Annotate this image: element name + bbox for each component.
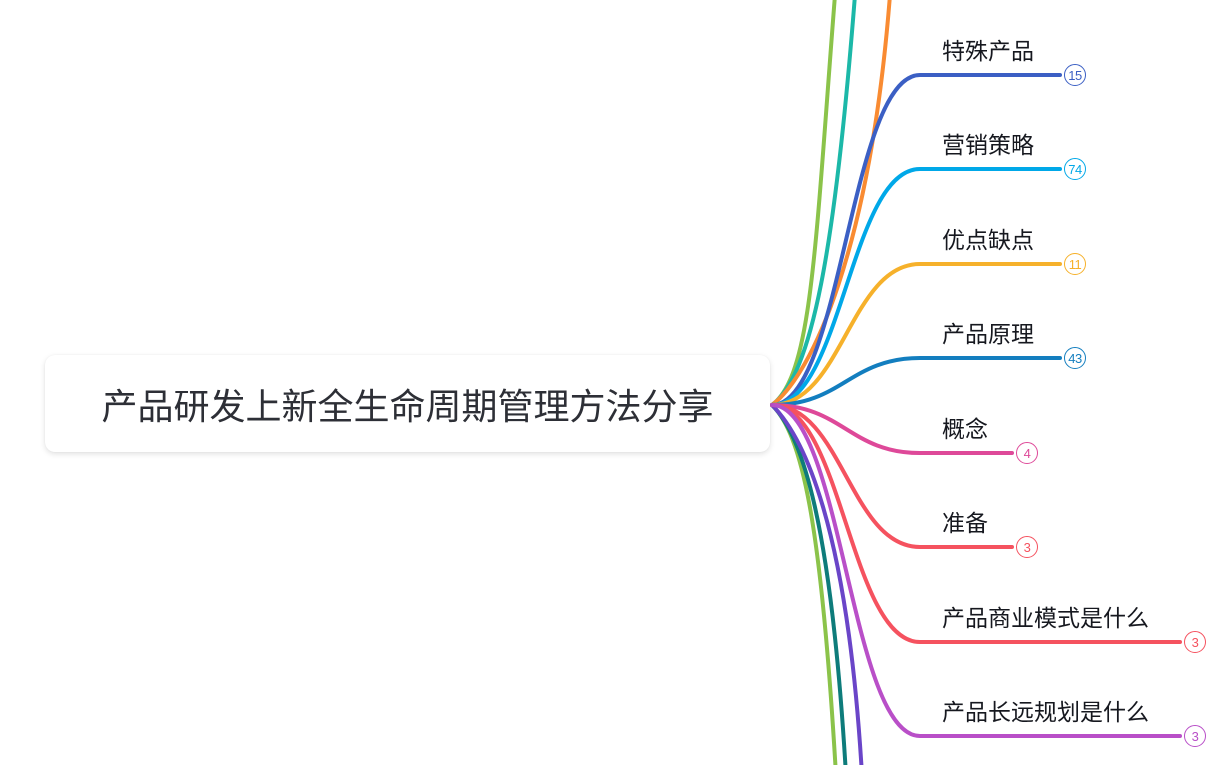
branch-edge [770,403,1182,644]
offscreen-edge [770,0,892,407]
branch-node-label[interactable]: 产品长远规划是什么 [942,700,1149,726]
branch-edge [770,73,1062,407]
collapsed-children-count-badge[interactable]: 3 [1184,725,1206,747]
collapsed-children-count-badge[interactable]: 43 [1064,347,1086,369]
branch-node-label[interactable]: 优点缺点 [942,228,1034,254]
branch-edge [770,262,1062,407]
collapsed-children-count-badge[interactable]: 3 [1016,536,1038,558]
collapsed-children-count-badge[interactable]: 15 [1064,64,1086,86]
branch-edge [770,356,1062,407]
branch-node-label[interactable]: 产品原理 [942,322,1034,348]
collapsed-children-count-badge[interactable]: 11 [1064,253,1086,275]
collapsed-children-count-badge[interactable]: 74 [1064,158,1086,180]
branch-edge [770,403,1014,549]
collapsed-children-count-badge[interactable]: 4 [1016,442,1038,464]
branch-node-label[interactable]: 概念 [942,417,988,443]
branch-edge [770,167,1062,407]
offscreen-edge [770,403,864,765]
branch-node-label[interactable]: 准备 [942,511,988,537]
branch-node-label[interactable]: 产品商业模式是什么 [942,606,1149,632]
root-topic-node[interactable]: 产品研发上新全生命周期管理方法分享 [45,355,770,452]
branch-node-label[interactable]: 特殊产品 [942,39,1034,65]
collapsed-children-count-badge[interactable]: 3 [1184,631,1206,653]
root-topic-title: 产品研发上新全生命周期管理方法分享 [101,386,714,428]
branch-edge [770,403,1014,455]
branch-node-label[interactable]: 营销策略 [942,133,1034,159]
branch-edge [770,403,1182,738]
